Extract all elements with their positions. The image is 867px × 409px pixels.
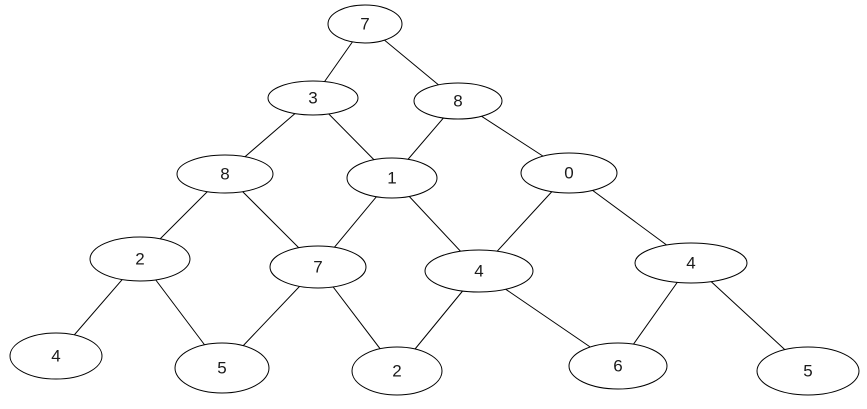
tree-node-ellipse	[174, 342, 270, 394]
tree-node-ellipse	[267, 80, 359, 116]
tree-node-value: 4	[686, 254, 695, 273]
tree-node-value: 5	[803, 362, 812, 381]
tree-node-value: 2	[135, 250, 144, 269]
tree-node-ellipse	[568, 342, 668, 390]
tree-node-ellipse	[351, 346, 443, 396]
tree-node-value: 0	[564, 164, 573, 183]
tree-node-ellipse	[520, 152, 618, 194]
tree-node-ellipse	[424, 249, 534, 293]
tree-node-value: 6	[613, 357, 622, 376]
tree-node-ellipse	[346, 157, 438, 199]
tree-node-ellipse	[89, 236, 191, 282]
tree-node-value: 5	[217, 359, 226, 378]
tree-node-value: 4	[474, 262, 483, 281]
tree-node-ellipse	[634, 242, 748, 284]
tree-node-ellipse	[327, 4, 403, 44]
tree-node-value: 1	[387, 169, 396, 188]
tree-node-value: 7	[313, 258, 322, 277]
tree-node-ellipse	[756, 346, 860, 396]
tree-node-ellipse	[269, 245, 367, 289]
tree-node-value: 2	[392, 362, 401, 381]
tree-node-value: 3	[308, 89, 317, 108]
tree-node-value: 4	[51, 347, 60, 366]
tree-node-ellipse	[9, 332, 103, 380]
tree-node-value: 8	[220, 165, 229, 184]
tree-node-ellipse	[176, 154, 274, 194]
tree-node-value: 8	[453, 92, 462, 111]
tree-node-ellipse	[413, 82, 503, 120]
tree-node-value: 7	[360, 15, 369, 34]
